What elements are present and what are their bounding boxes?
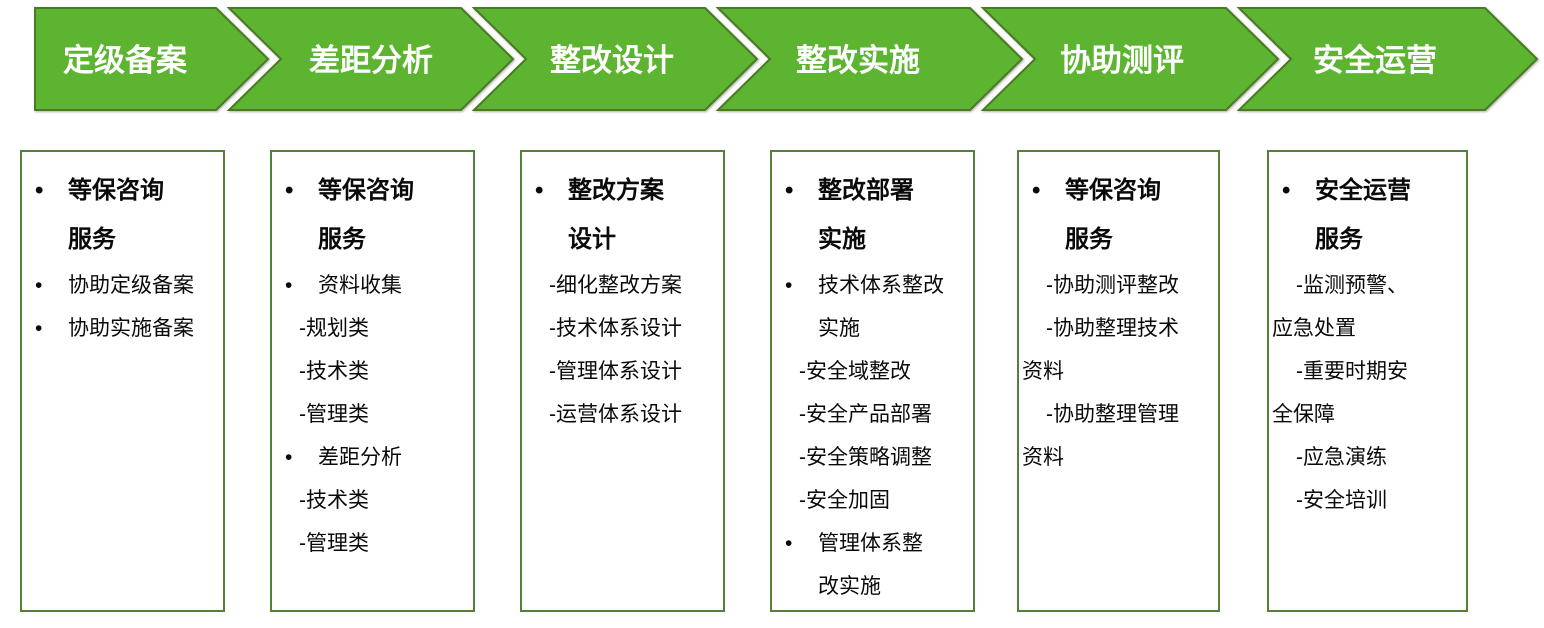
- chevron-step-1-label: 定级备案: [63, 43, 188, 78]
- text-line: -安全策略调整: [799, 446, 932, 469]
- service-box-rectification-implementation: 整改部署实施技术体系整改实施-安全域整改-安全产品部署-安全策略调整-安全加固管…: [770, 150, 975, 612]
- chevron-step-6-label: 安全运营: [1313, 43, 1437, 78]
- text-line: -协助测评整改: [1046, 274, 1179, 297]
- chevron-step-5: [980, 7, 1280, 111]
- text-line: -安全加固: [799, 489, 890, 512]
- text-line: 实施: [818, 226, 866, 253]
- text-line: 资料: [1022, 446, 1064, 469]
- chevron-step-5-label: 协助测评: [1060, 43, 1184, 78]
- text-line: -协助整理管理: [1046, 403, 1179, 426]
- text-line: 管理体系整: [772, 522, 973, 565]
- text-line: -技术类: [299, 489, 369, 512]
- text-line: 等保咨询: [1019, 166, 1218, 215]
- process-flow-chevrons: 定级备案 差距分析 整改设计 整改实施 协助测评 安全运营: [34, 7, 1539, 111]
- chevron-step-3: [471, 7, 759, 111]
- text-line: 服务: [68, 226, 116, 253]
- text-line: 全保障: [1272, 403, 1335, 426]
- text-line: 等保咨询: [22, 166, 223, 215]
- text-line: -管理体系设计: [549, 360, 682, 383]
- text-line: 应急处置: [1272, 317, 1356, 340]
- text-line: 服务: [318, 226, 366, 253]
- text-line: -安全产品部署: [799, 403, 932, 426]
- text-line: 服务: [1315, 226, 1363, 253]
- chevron-step-3-label: 整改设计: [550, 43, 674, 78]
- service-box-grading-filing: 等保咨询服务协助定级备案协助实施备案: [20, 150, 225, 612]
- chevron-step-4-label: 整改实施: [796, 43, 920, 78]
- text-line: -细化整改方案: [549, 274, 682, 297]
- chevron-step-4: [715, 7, 1024, 111]
- chevron-step-1: [34, 7, 270, 111]
- text-line: -管理类: [299, 403, 369, 426]
- text-line: -技术体系设计: [549, 317, 682, 340]
- text-line: 整改方案: [522, 166, 723, 215]
- text-line: -应急演练: [1296, 446, 1387, 469]
- text-line: -监测预警、: [1296, 274, 1408, 297]
- text-line: 改实施: [818, 575, 881, 598]
- text-line: -重要时期安: [1296, 360, 1408, 383]
- text-line: 服务: [1065, 226, 1113, 253]
- chevron-step-2: [226, 7, 515, 111]
- text-line: 资料收集: [272, 264, 473, 307]
- text-line: 设计: [568, 226, 616, 253]
- text-line: 差距分析: [272, 436, 473, 479]
- text-line: -运营体系设计: [549, 403, 682, 426]
- service-box-gap-analysis: 等保咨询服务资料收集-规划类-技术类-管理类差距分析-技术类-管理类: [270, 150, 475, 612]
- text-line: 整改部署: [772, 166, 973, 215]
- text-line: -安全域整改: [799, 360, 911, 383]
- text-line: 安全运营: [1269, 166, 1466, 215]
- text-line: 协助定级备案: [22, 264, 223, 307]
- text-line: -规划类: [299, 317, 369, 340]
- text-line: 实施: [818, 317, 860, 340]
- text-line: -技术类: [299, 360, 369, 383]
- text-line: 资料: [1022, 360, 1064, 383]
- text-line: -协助整理技术: [1046, 317, 1179, 340]
- chevron-step-2-label: 差距分析: [309, 43, 433, 78]
- chevron-step-6: [1236, 7, 1539, 111]
- text-line: -管理类: [299, 532, 369, 555]
- text-line: 等保咨询: [272, 166, 473, 215]
- text-line: -安全培训: [1296, 489, 1387, 512]
- text-line: 协助实施备案: [22, 307, 223, 350]
- text-line: 技术体系整改: [772, 264, 973, 307]
